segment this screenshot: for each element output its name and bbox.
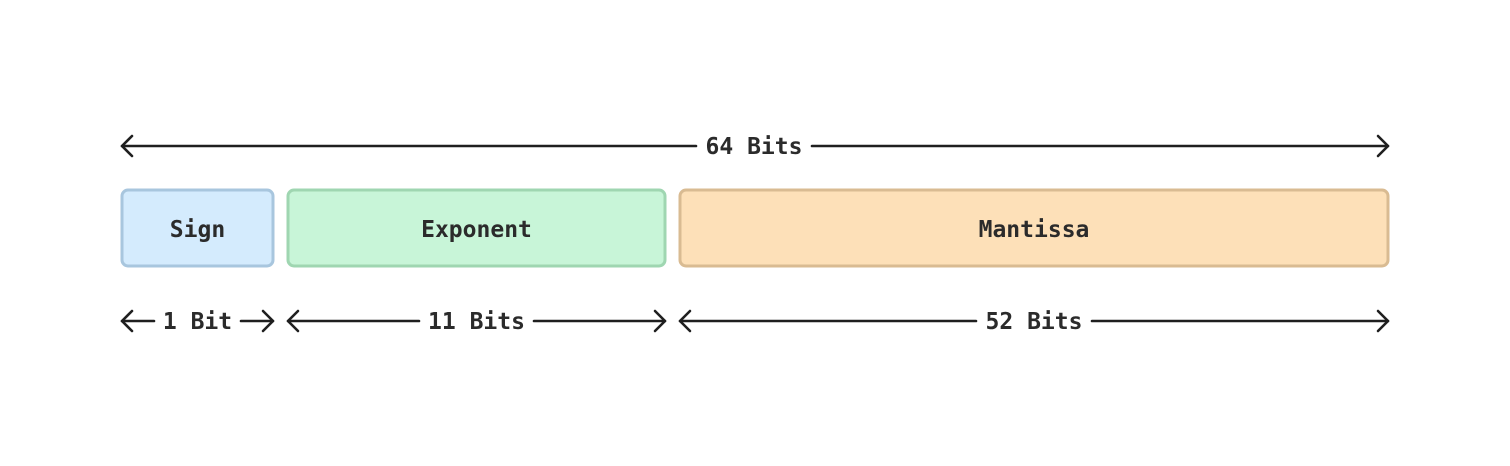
left-arrowhead-icon [120,134,134,158]
total-bits-dimension: 64 Bits [120,134,1390,160]
mantissa-bits-dimension: 52 Bits [678,309,1390,335]
left-arrowhead-icon [120,309,134,333]
right-arrowhead-icon [1376,309,1390,333]
left-arrowhead-icon [286,309,300,333]
right-arrowhead-icon [261,309,275,333]
field-mantissa: Mantissa [678,188,1390,268]
exponent-box [286,188,667,268]
mantissa-box [678,188,1390,268]
sign-bits-label: 1 Bit [163,309,232,335]
field-sign: Sign [120,188,275,268]
right-arrowhead-icon [1376,134,1390,158]
right-arrowhead-icon [653,309,667,333]
exponent-bits-dimension: 11 Bits [286,309,667,335]
exponent-bits-label: 11 Bits [428,309,525,335]
sign-bits-dimension: 1 Bit [120,309,275,335]
exponent-label: Exponent [421,217,532,243]
total-bits-label: 64 Bits [706,134,803,160]
sign-label: Sign [170,217,225,243]
mantissa-bits-label: 52 Bits [986,309,1083,335]
left-arrowhead-icon [678,309,692,333]
mantissa-label: Mantissa [979,217,1090,243]
field-exponent: Exponent [286,188,667,268]
sign-box [120,188,275,268]
